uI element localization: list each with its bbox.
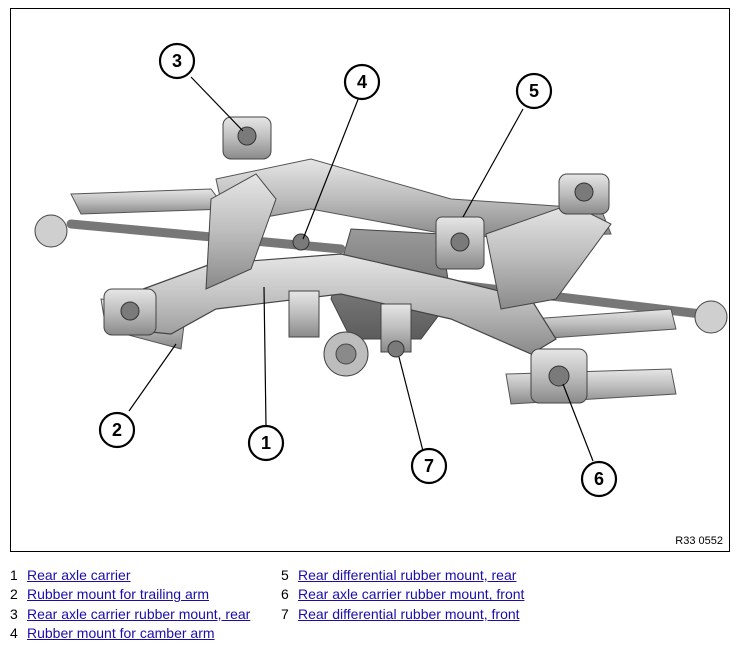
camber-arm-mount <box>292 233 310 251</box>
callout-1-label: 1 <box>261 433 271 453</box>
callout-3-label: 3 <box>172 51 182 71</box>
leader-6 <box>562 383 594 462</box>
diff-front-bracket-left <box>288 290 320 338</box>
diff-front-mount <box>387 340 405 358</box>
callout-6-label: 6 <box>594 469 604 489</box>
callout-2-label: 2 <box>112 420 122 440</box>
legend-item: 1 Rear axle carrier <box>10 566 250 585</box>
legend-link-trailing-arm-mount[interactable]: Rubber mount for trailing arm <box>27 586 210 603</box>
mount-bushing-3 <box>237 126 257 146</box>
legend-number: 4 <box>10 625 18 642</box>
legend-item: 3 Rear axle carrier rubber mount, rear <box>10 605 250 624</box>
legend-column-left: 1 Rear axle carrier 2 Rubber mount for tra… <box>10 566 250 644</box>
callout-3: 3 <box>158 42 196 80</box>
legend-number: 7 <box>281 605 289 622</box>
legend-number: 3 <box>10 605 18 622</box>
left-side-rail <box>205 173 277 290</box>
legend-link-carrier-mount-front[interactable]: Rear axle carrier rubber mount, front <box>298 586 525 603</box>
right-side-rail <box>485 203 612 310</box>
legend-number: 1 <box>10 567 18 583</box>
legend-number: 5 <box>281 567 289 583</box>
mount-bushing-rear-right <box>574 182 594 202</box>
legend-number: 6 <box>281 586 289 603</box>
legend-item: 5 Rear differential rubber mount, rear <box>281 566 524 585</box>
leader-4 <box>302 96 360 240</box>
callout-7-label: 7 <box>424 456 434 476</box>
leader-3 <box>190 76 244 132</box>
callout-7: 7 <box>410 447 448 485</box>
axle-carrier-illustration: 3 4 5 2 1 7 6 R33 0552 <box>10 8 730 552</box>
callout-6: 6 <box>580 460 618 498</box>
mount-bushing-2 <box>120 301 140 321</box>
callout-1: 1 <box>247 424 285 462</box>
callout-5-label: 5 <box>529 81 539 101</box>
legend-link-diff-mount-rear[interactable]: Rear differential rubber mount, rear <box>298 567 517 583</box>
legend-item: 4 Rubber mount for camber arm <box>10 624 250 643</box>
legend-link-diff-mount-front[interactable]: Rear differential rubber mount, front <box>298 605 520 622</box>
legend-link-camber-arm-mount[interactable]: Rubber mount for camber arm <box>27 625 215 642</box>
legend-link-rear-axle-carrier[interactable]: Rear axle carrier <box>27 567 131 583</box>
leader-2 <box>128 343 177 412</box>
callout-2: 2 <box>98 411 136 449</box>
leader-7 <box>398 356 424 452</box>
figure-reference-code: R33 0552 <box>672 534 726 548</box>
left-hub <box>34 214 68 248</box>
legend-link-carrier-mount-rear[interactable]: Rear axle carrier rubber mount, rear <box>27 605 251 622</box>
callout-4: 4 <box>343 63 381 101</box>
callout-5: 5 <box>515 72 553 110</box>
flange-hub <box>335 343 357 365</box>
axle-drawing: 3 4 5 2 1 7 6 <box>34 42 728 498</box>
legend-item: 2 Rubber mount for trailing arm <box>10 585 250 604</box>
legend-item: 6 Rear axle carrier rubber mount, front <box>281 585 524 604</box>
legend-item: 7 Rear differential rubber mount, front <box>281 605 524 624</box>
mount-bushing-6 <box>548 365 570 387</box>
mount-bushing-5 <box>450 232 470 252</box>
left-upper-arm <box>70 188 227 215</box>
legend-number: 2 <box>10 586 18 603</box>
callout-4-label: 4 <box>357 72 367 92</box>
leader-5 <box>462 108 524 218</box>
right-hub <box>694 300 728 334</box>
leader-1 <box>263 286 267 427</box>
leader-lines <box>128 76 594 462</box>
